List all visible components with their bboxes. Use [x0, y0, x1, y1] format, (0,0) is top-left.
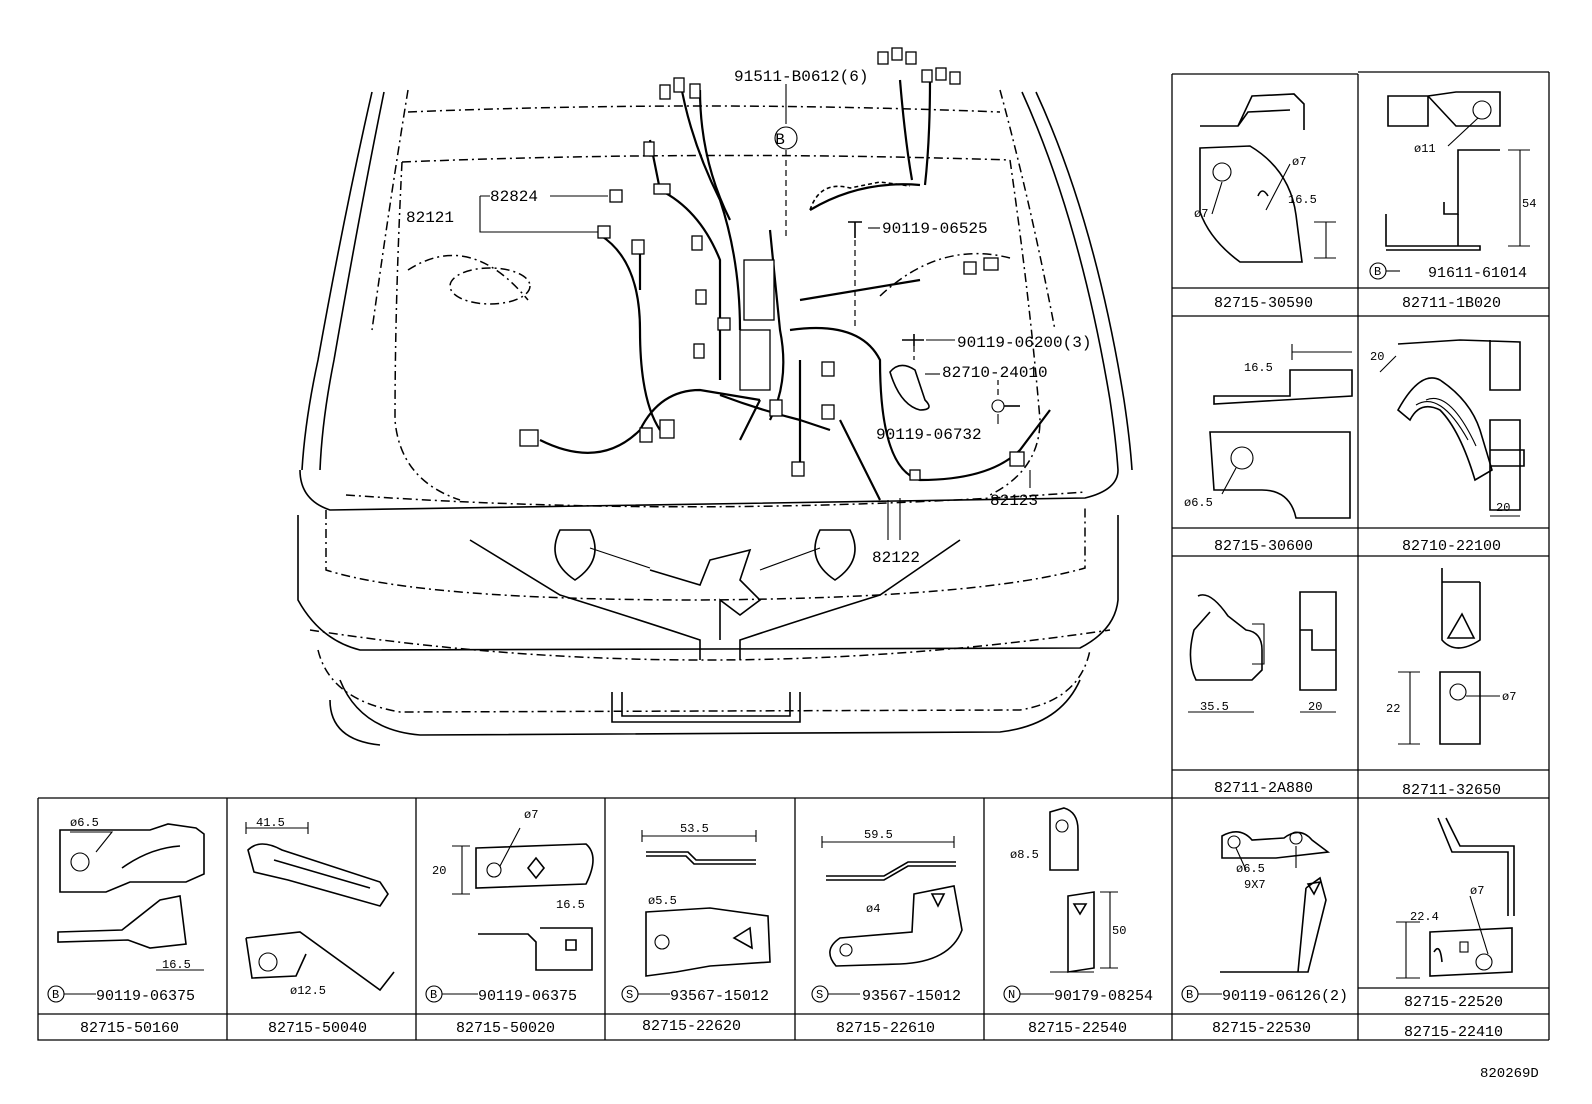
marker-22620: S [626, 988, 633, 1002]
bottom-panel-grid [37, 797, 1549, 1041]
marker-50160: B [52, 988, 59, 1002]
dim-22540-a: ø8.5 [1010, 848, 1039, 862]
dim-50160-a: ø6.5 [70, 816, 99, 830]
callout-82710-24010: 82710-24010 [942, 364, 1048, 382]
callout-90119-06732: 90119-06732 [876, 426, 982, 444]
panel-82711-2A880: 35.5 20 82711-2A880 [1188, 591, 1337, 797]
panel-82715-30600: 16.5 ø6.5 82715-30600 [1184, 344, 1353, 555]
panel-82715-50040: 41.5 ø12.5 82715-50040 [245, 816, 395, 1037]
dim-22530-a: ø6.5 [1236, 862, 1265, 876]
part-82715-22530: 82715-22530 [1212, 1020, 1311, 1037]
dim-30600-b: ø6.5 [1184, 496, 1213, 510]
dim-30590-b: ø7 [1292, 155, 1306, 169]
fastener-22610: 93567-15012 [862, 988, 961, 1005]
dim-50020-c: 16.5 [556, 898, 585, 912]
panel-82711-32650: 22 ø7 82711-32650 [1386, 568, 1516, 799]
marker-22530: B [1186, 988, 1193, 1002]
b-marker-1b020: B [1374, 265, 1381, 279]
part-82715-50160: 82715-50160 [80, 1020, 179, 1037]
part-82715-22620: 82715-22620 [642, 1018, 741, 1035]
diagram-id: 820269D [1480, 1066, 1539, 1082]
dim-22540-b: 50 [1112, 924, 1126, 938]
fastener-22620: 93567-15012 [670, 988, 769, 1005]
callout-90119-06525: 90119-06525 [882, 220, 988, 238]
dim-50160-b: 16.5 [162, 958, 191, 972]
marker-50020: B [430, 988, 437, 1002]
panel-82715-22620: 53.5 ø5.5 S 93567-15012 82715-22620 [621, 822, 771, 1035]
callout-82123: 82123 [990, 492, 1038, 510]
part-82715-50040: 82715-50040 [268, 1020, 367, 1037]
panel-82715-22530: ø6.5 9X7 B 90119-06126(2) 82715-22530 [1181, 831, 1348, 1037]
part-82710-22100: 82710-22100 [1402, 538, 1501, 555]
dim-22610-a: 59.5 [864, 828, 893, 842]
dim-50020-b: 20 [432, 864, 446, 878]
dim-2a880-b: 20 [1308, 700, 1322, 714]
fastener-50020: 90119-06375 [478, 988, 577, 1005]
panel-82715-22610: 59.5 ø4 S 93567-15012 82715-22610 [811, 828, 963, 1037]
dim-22520-b: 22.4 [1410, 910, 1439, 924]
marker-22610: S [816, 988, 823, 1002]
part-82715-50020: 82715-50020 [456, 1020, 555, 1037]
part-82715-22410: 82715-22410 [1404, 1024, 1503, 1041]
dim-1b020-b: 54 [1522, 197, 1536, 211]
panel-82711-1B020: ø11 54 B 91611-61014 82711-1B020 [1369, 91, 1536, 312]
part-82711-32650: 82711-32650 [1402, 782, 1501, 799]
callout-82122: 82122 [872, 549, 920, 567]
callout-91511: 91511-B0612(6) [734, 68, 868, 86]
panel-82710-22100: 20 20 82710-22100 [1370, 339, 1525, 555]
dim-32650-a: 22 [1386, 702, 1400, 716]
part-82711-1B020: 82711-1B020 [1402, 295, 1501, 312]
dim-22610-b: ø4 [866, 902, 880, 916]
panel-82715-30590: ø7 ø7 16.5 82715-30590 [1194, 93, 1336, 312]
dim-30590-a: ø7 [1194, 207, 1208, 221]
dim-32650-b: ø7 [1502, 690, 1516, 704]
callout-82824: 82824 [490, 188, 538, 206]
dim-22520-a: ø7 [1470, 884, 1484, 898]
part-82715-30600: 82715-30600 [1214, 538, 1313, 555]
part-82715-22520: 82715-22520 [1404, 994, 1503, 1011]
right-panel-grid [1171, 71, 1550, 1040]
dim-1b020-a: ø11 [1414, 142, 1436, 156]
fastener-22530: 90119-06126(2) [1222, 988, 1348, 1005]
part-82715-30590: 82715-30590 [1214, 295, 1313, 312]
part-82711-2A880: 82711-2A880 [1214, 780, 1313, 797]
dim-30590-c: 16.5 [1288, 193, 1317, 207]
b-marker-main: B [775, 131, 785, 149]
fastener-50160: 90119-06375 [96, 988, 195, 1005]
dim-22100-b: 20 [1496, 501, 1510, 515]
dim-22530-b: 9X7 [1244, 878, 1266, 892]
dim-30600-a: 16.5 [1244, 361, 1273, 375]
engine-bay-illustration [297, 47, 1133, 746]
panel-82715-50020: ø7 20 16.5 B 90119-06375 82715-50020 [425, 808, 594, 1037]
dim-22620-a: 53.5 [680, 822, 709, 836]
callout-90119-06200: 90119-06200(3) [957, 334, 1091, 352]
panel-82715-22540: ø8.5 50 N 90179-08254 82715-22540 [1003, 807, 1153, 1037]
dim-22620-b: ø5.5 [648, 894, 677, 908]
fastener-22540: 90179-08254 [1054, 988, 1153, 1005]
dim-50020-a: ø7 [524, 808, 538, 822]
dim-50040-a: 41.5 [256, 816, 285, 830]
panel-82715-50160: ø6.5 16.5 B 90119-06375 82715-50160 [47, 816, 205, 1037]
panel-82715-22520: ø7 22.4 82715-22520 82715-22410 [1396, 817, 1515, 1041]
part-82715-22540: 82715-22540 [1028, 1020, 1127, 1037]
dim-50040-b: ø12.5 [290, 984, 326, 998]
callout-82121: 82121 [406, 209, 454, 227]
fastener-91611-61014: 91611-61014 [1428, 265, 1527, 282]
dim-22100-a: 20 [1370, 350, 1384, 364]
part-82715-22610: 82715-22610 [836, 1020, 935, 1037]
dim-2a880-a: 35.5 [1200, 700, 1229, 714]
marker-22540: N [1008, 988, 1015, 1002]
